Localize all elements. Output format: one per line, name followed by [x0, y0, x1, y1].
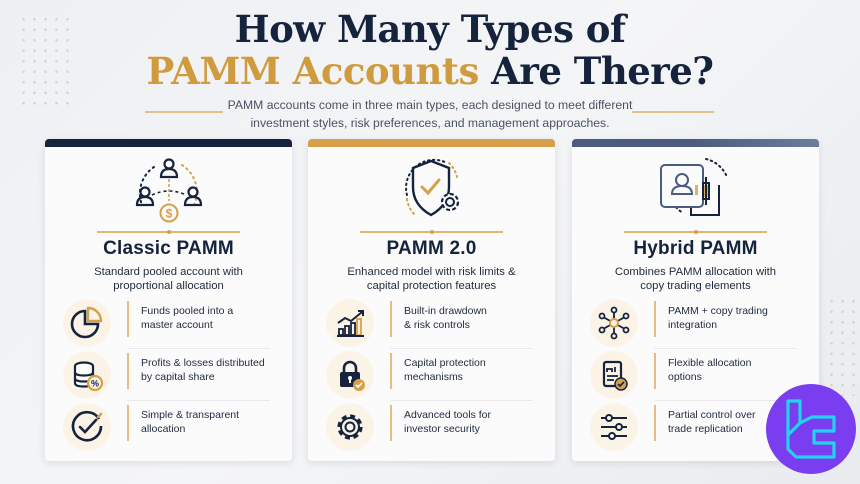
feature-separator — [390, 348, 533, 349]
desc-line-2: capital protection features — [366, 280, 497, 292]
pie-chart-icon — [63, 299, 111, 347]
desc-line-1: Enhanced model with risk limits & — [347, 266, 516, 278]
desc-line-2: proportional allocation — [113, 280, 224, 292]
card-divider — [97, 231, 240, 233]
coins-percent-icon: % — [63, 351, 111, 399]
feature-accent-bar — [127, 353, 129, 389]
card-title: PAMM 2.0 — [386, 238, 477, 259]
feature-accent-bar — [390, 405, 392, 441]
page-title: How Many Types of PAMM Accounts Are Ther… — [0, 8, 860, 92]
subtitle-rule-right — [632, 111, 714, 113]
card-top-bar — [308, 139, 555, 147]
feature-accent-bar — [127, 301, 129, 337]
card-title: Hybrid PAMM — [633, 238, 758, 259]
feature-separator — [127, 400, 270, 401]
title-line-1: How Many Types of — [234, 7, 626, 51]
title-rest: Are There? — [478, 49, 714, 93]
subtitle-rule-left — [145, 111, 223, 113]
svg-text:$: $ — [165, 207, 172, 221]
feature-item: Built-in drawdown& risk controls — [308, 297, 555, 349]
card-classic-pamm: $ Classic PAMM Standard pooled account w… — [45, 139, 292, 461]
growth-chart-icon — [326, 299, 374, 347]
shield-check-gear-icon — [387, 155, 477, 223]
subtitle-line-2: investment styles, risk preferences, and… — [250, 116, 610, 130]
feature-accent-bar — [390, 301, 392, 337]
subtitle-line-1: PAMM accounts come in three main types, … — [227, 98, 633, 112]
desc-line-1: Standard pooled account with — [94, 266, 243, 278]
card-divider — [624, 231, 767, 233]
card-description: Standard pooled account with proportiona… — [45, 265, 292, 293]
card-title: Classic PAMM — [103, 238, 234, 259]
decorative-dot-grid — [18, 14, 70, 110]
card-description: Combines PAMM allocation with copy tradi… — [572, 265, 819, 293]
title-accent: PAMM Accounts — [146, 49, 479, 93]
page-subtitle: PAMM accounts come in three main types, … — [0, 96, 860, 132]
title-line-2: PAMM Accounts Are There? — [0, 50, 860, 92]
feature-accent-bar — [654, 353, 656, 389]
user-candlestick-icon — [651, 155, 741, 223]
hub-network-icon — [590, 299, 638, 347]
card-top-bar — [572, 139, 819, 147]
feature-separator — [390, 400, 533, 401]
desc-line-1: Combines PAMM allocation with — [614, 266, 777, 278]
gear-icon — [326, 403, 374, 451]
sliders-icon — [590, 403, 638, 451]
feature-accent-bar — [127, 405, 129, 441]
desc-line-2: copy trading elements — [640, 280, 751, 292]
card-divider — [360, 231, 503, 233]
check-circle-icon — [63, 403, 111, 451]
feature-text: Built-in drawdown& risk controls — [404, 305, 487, 331]
feature-separator — [127, 348, 270, 349]
svg-text:%: % — [91, 379, 99, 389]
card-top-bar — [45, 139, 292, 147]
feature-separator — [654, 400, 797, 401]
feature-separator — [654, 348, 797, 349]
feature-accent-bar — [654, 301, 656, 337]
card-pamm-2: PAMM 2.0 Enhanced model with risk limits… — [308, 139, 555, 461]
card-description: Enhanced model with risk limits & capita… — [308, 265, 555, 293]
feature-accent-bar — [654, 405, 656, 441]
decorative-dot-grid-right — [826, 296, 856, 396]
padlock-check-icon — [326, 351, 374, 399]
network-users-dollar-icon: $ — [124, 155, 214, 223]
report-check-icon — [590, 351, 638, 399]
feature-accent-bar — [390, 353, 392, 389]
brand-logo-icon — [766, 384, 856, 474]
